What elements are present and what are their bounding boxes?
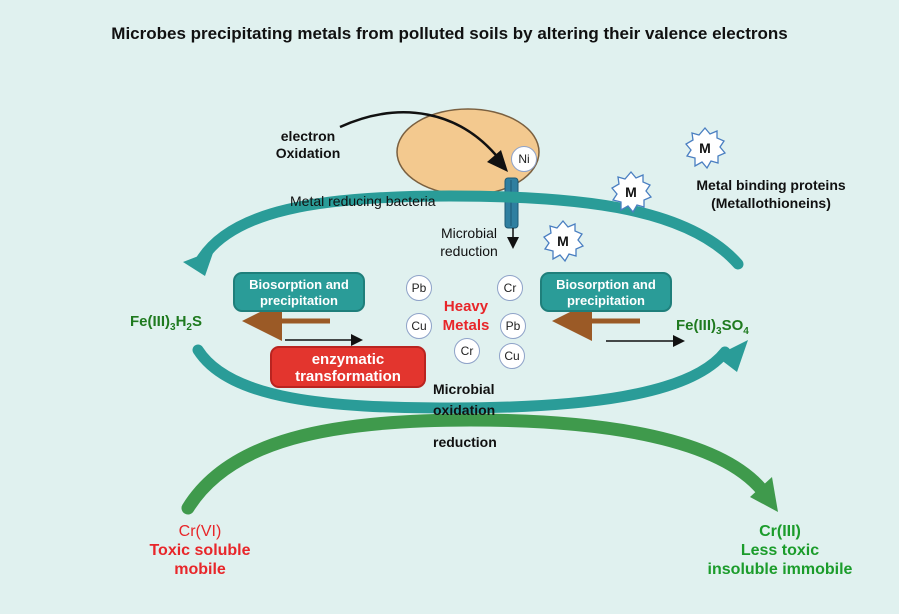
copper-ion-1: Cu xyxy=(406,313,432,339)
metal-binding-proteins-line-2: (Metallothioneins) xyxy=(711,195,831,211)
microbial-reduction-line-1: Microbial xyxy=(440,225,497,241)
biosorption-box-right: Biosorption and precipitation xyxy=(540,272,672,312)
enzymatic-line-2: transformation xyxy=(295,368,401,385)
fe-so4-sub-1: 3 xyxy=(716,326,722,337)
heavy-metals-line-2: Metals xyxy=(442,317,490,334)
chromium-ion-2: Cr xyxy=(454,338,480,364)
fe-h2s-suffix: S xyxy=(191,313,202,330)
chromium-vi-property-1: Toxic soluble xyxy=(149,542,251,559)
metallothionein-symbol-upper: M xyxy=(699,140,711,156)
fe-h2s-prefix: Fe(III) xyxy=(130,313,170,330)
electron-label: electron xyxy=(280,128,336,144)
metal-binding-proteins-line-1: Metal binding proteins xyxy=(696,177,846,193)
metal-reducing-bacteria-label: Metal reducing bacteria xyxy=(290,193,436,209)
biosorption-left-line-1: Biosorption and xyxy=(249,277,349,292)
microbial-reduction-label: Microbial reduction xyxy=(424,224,514,260)
biosorption-right-line-1: Biosorption and xyxy=(556,277,656,292)
metallothionein-middle xyxy=(611,170,653,214)
metallothionein-symbol-middle: M xyxy=(625,184,637,200)
metallothionein-lower xyxy=(543,219,585,263)
biosorption-left-line-2: precipitation xyxy=(259,293,338,308)
microbial-oxidation-line-1: Microbial xyxy=(433,381,495,397)
enzymatic-transformation-box: enzymatic transformation xyxy=(270,346,426,388)
metal-binding-proteins-label: Metal binding proteins (Metallothioneins… xyxy=(676,176,866,212)
metallothionein-symbol-lower: M xyxy=(557,233,569,249)
microbial-oxidation-line-2: oxidation xyxy=(433,402,496,418)
nickel-ion: Ni xyxy=(511,146,537,172)
lower-cycle-arrowhead xyxy=(716,340,748,372)
biosorption-right-line-2: precipitation xyxy=(566,293,645,308)
chromium-vi-property-2: mobile xyxy=(174,561,226,578)
biosorption-box-left: Biosorption and precipitation xyxy=(233,272,365,312)
reduction-label: reduction xyxy=(433,434,497,450)
chromium-vi-label: Cr(VI) Toxic soluble mobile xyxy=(120,522,280,579)
fe-h2s-sub-2: 2 xyxy=(186,322,192,333)
lower-cycle-arc xyxy=(192,344,731,414)
fe-so4-mid: SO xyxy=(721,317,744,334)
enzymatic-line-1: enzymatic xyxy=(311,351,385,368)
fe-so4-prefix: Fe(III) xyxy=(676,317,716,334)
oxidation-label: Oxidation xyxy=(275,145,341,161)
chromium-iii-property-2: insoluble immobile xyxy=(707,561,853,578)
fe-so4-sub-2: 4 xyxy=(743,326,749,337)
electron-flow-arrow xyxy=(339,111,501,161)
chromium-iii-label: Cr(III) Less toxic insoluble immobile xyxy=(690,522,870,579)
lead-ion-2: Pb xyxy=(500,313,526,339)
fe-h2s-sub-1: 3 xyxy=(170,322,176,333)
electron-oxidation-label: electron Oxidation xyxy=(258,128,358,162)
reduction-arc xyxy=(181,413,769,515)
heavy-metals-label: Heavy Metals xyxy=(436,297,496,335)
reduction-arrowhead xyxy=(750,477,778,512)
fe-h2s-mid: H xyxy=(175,313,187,330)
page-title: Microbes precipitating metals from pollu… xyxy=(111,24,788,43)
copper-ion-2: Cu xyxy=(499,343,525,369)
upper-cycle-arrowhead xyxy=(183,250,214,276)
upper-cycle-arc xyxy=(194,190,744,270)
metallothionein-upper xyxy=(685,126,727,170)
fe-h2s-label: Fe(III)3H2S xyxy=(130,313,202,333)
heavy-metals-line-1: Heavy xyxy=(443,298,489,315)
lead-ion-1: Pb xyxy=(406,275,432,301)
chromium-vi-name: Cr(VI) xyxy=(178,523,222,540)
chromium-iii-name: Cr(III) xyxy=(759,523,801,540)
electron-flow-arrowhead xyxy=(487,150,508,172)
microbial-oxidation-label: Microbial oxidation xyxy=(433,379,495,421)
chromium-iii-property-1: Less toxic xyxy=(740,542,820,559)
microbial-reduction-line-2: reduction xyxy=(440,243,498,259)
chromium-ion-1: Cr xyxy=(497,275,523,301)
fe-so4-label: Fe(III)3SO4 xyxy=(676,317,749,337)
